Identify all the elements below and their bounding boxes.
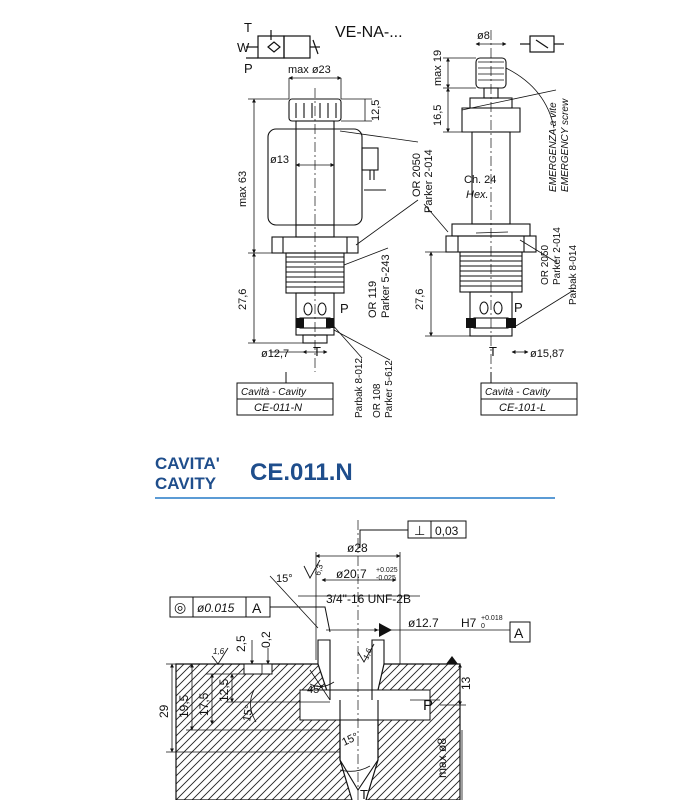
right-emergency-line1: EMERGENZA a vite (548, 102, 559, 192)
cavity-max-diameter-8: max ø8 (435, 738, 449, 778)
symbol-port-p: P (244, 61, 253, 76)
right-hex-line1: Ch. 24 (464, 174, 496, 186)
left-cavity-label: Cavità - Cavity (241, 387, 307, 398)
cavity-angle-15: 15° (276, 573, 293, 585)
left-or-2050-line2: Parker 2-014 (423, 149, 435, 213)
section-code: CE.011.N (250, 459, 353, 486)
cavity-port-t: T (360, 787, 368, 800)
cavity-dim-12-5: 12,5 (217, 678, 231, 702)
right-port-p: P (514, 300, 523, 315)
concentricity-value: ø0.015 (197, 601, 235, 615)
right-symbol (520, 35, 564, 53)
cavity-diameter-28: ø28 (347, 541, 368, 555)
left-or-108-line1: OR 108 (372, 383, 383, 418)
datum-a-frame (509, 621, 531, 643)
left-or-119-line2: Parker 5-243 (380, 254, 392, 318)
perpendicularity-value: 0,03 (435, 524, 459, 538)
perpendicularity-symbol: ⊥ (414, 523, 425, 538)
left-diameter-13: ø13 (270, 154, 289, 166)
datum-a-label: A (514, 625, 524, 641)
right-seal-l (466, 318, 476, 328)
left-port-t: T (313, 344, 321, 359)
cavity-tol-20-7-upper: +0.025 (376, 567, 398, 574)
left-dimension-lines (248, 76, 419, 361)
roughness-symbol-6-3 (303, 559, 321, 579)
cavity-fit-h7: H7 (461, 616, 477, 630)
cavity-dim-0-2: 0,2 (259, 631, 273, 648)
cavity-outline (317, 639, 385, 792)
right-hex-line2: Hex. (466, 189, 489, 201)
right-emergency-line2: EMERGENCY screw (560, 98, 571, 192)
left-height-max-63: max 63 (237, 171, 249, 207)
cavity-dim-13: 13 (459, 676, 473, 690)
cavity-dim-29: 29 (157, 704, 171, 718)
concentricity-datum: A (252, 600, 262, 616)
cavity-port-p: P (423, 697, 433, 714)
left-dim-12-5: 12,5 (370, 100, 382, 121)
datum-a-triangle (379, 623, 392, 637)
right-parbak: Parbak 8-014 (568, 245, 579, 305)
right-or-2050-line1: OR 2050 (540, 245, 551, 285)
cavity-roughness-1-6-a: 1,6 (213, 647, 225, 656)
roughness-symbol-1-6-b (357, 643, 375, 663)
left-max-diameter: max ø23 (288, 64, 331, 76)
right-dim-16-5: 16,5 (432, 105, 444, 126)
left-or-2050-line1: OR 2050 (411, 153, 423, 197)
right-seal-r (506, 318, 516, 328)
cavity-thread: 3/4"-16 UNF-2B (326, 592, 411, 606)
right-cavity-box (480, 372, 578, 416)
right-port-t: T (489, 344, 497, 359)
left-parbak: Parbak 8-012 (354, 358, 365, 418)
cavity-dim-2-5: 2,5 (234, 635, 248, 652)
cavity-hatched-body (175, 663, 461, 800)
left-cavity-box (236, 372, 334, 416)
cavity-roughness-1-6-b: 1,6 (361, 647, 373, 661)
section-heading-en: CAVITY (155, 474, 217, 493)
cavity-angle-45: 45° (307, 684, 324, 696)
cavity-diameter-12-7: ø12.7 (408, 616, 439, 630)
cavity-dim-17-5: 17,5 (197, 692, 211, 716)
left-dim-27-6: 27,6 (237, 289, 249, 310)
right-or-2050-line2: Parker 2-014 (552, 227, 563, 285)
datum-triangle (446, 656, 458, 664)
left-seal-r (326, 318, 334, 328)
left-port-p: P (340, 301, 349, 316)
right-diameter-8: ø8 (477, 30, 490, 42)
section-heading-it: CAVITA' (155, 454, 220, 473)
cavity-dim-19-5: 19,5 (177, 694, 191, 718)
right-diameter-15-87: ø15,87 (530, 348, 564, 360)
right-dim-27-6: 27,6 (414, 289, 426, 310)
section-divider (155, 497, 555, 499)
left-diameter-12-7: ø12,7 (261, 348, 289, 360)
right-dimension-lines (423, 42, 575, 354)
symbol-port-w: W (237, 40, 250, 55)
concentricity-frame (169, 596, 331, 633)
right-max-19: max 19 (432, 50, 444, 86)
cavity-dimensions (166, 552, 510, 800)
left-or-119-line1: OR 119 (367, 281, 379, 318)
left-cavity-code: CE-011-N (254, 402, 302, 414)
cavity-angle-15-c: 15° (340, 731, 360, 749)
right-cavity-code: CE-101-L (499, 402, 546, 414)
cavity-tol-h7-lower: 0 (481, 623, 485, 630)
cavity-roughness-6-3: 6,3 (313, 563, 325, 577)
concentricity-symbol: ◎ (174, 599, 186, 615)
symbol-port-t: T (244, 20, 252, 35)
cavity-diameter-20-7: ø20.7 (336, 567, 367, 581)
model-code: VE-NA-... (335, 24, 403, 41)
right-cavity-label: Cavità - Cavity (485, 387, 551, 398)
cavity-angle-15-b: 15° (241, 704, 256, 722)
cavity-tol-h7-upper: +0.018 (481, 615, 503, 622)
left-seal-l (296, 318, 304, 328)
perpendicularity-frame (359, 520, 467, 548)
hydraulic-symbol (246, 30, 320, 59)
cavity-tol-20-7-lower: -0.025 (376, 575, 396, 582)
left-or-108-line2: Parker 5-612 (384, 360, 395, 418)
roughness-symbol-1-6-a (211, 647, 229, 665)
